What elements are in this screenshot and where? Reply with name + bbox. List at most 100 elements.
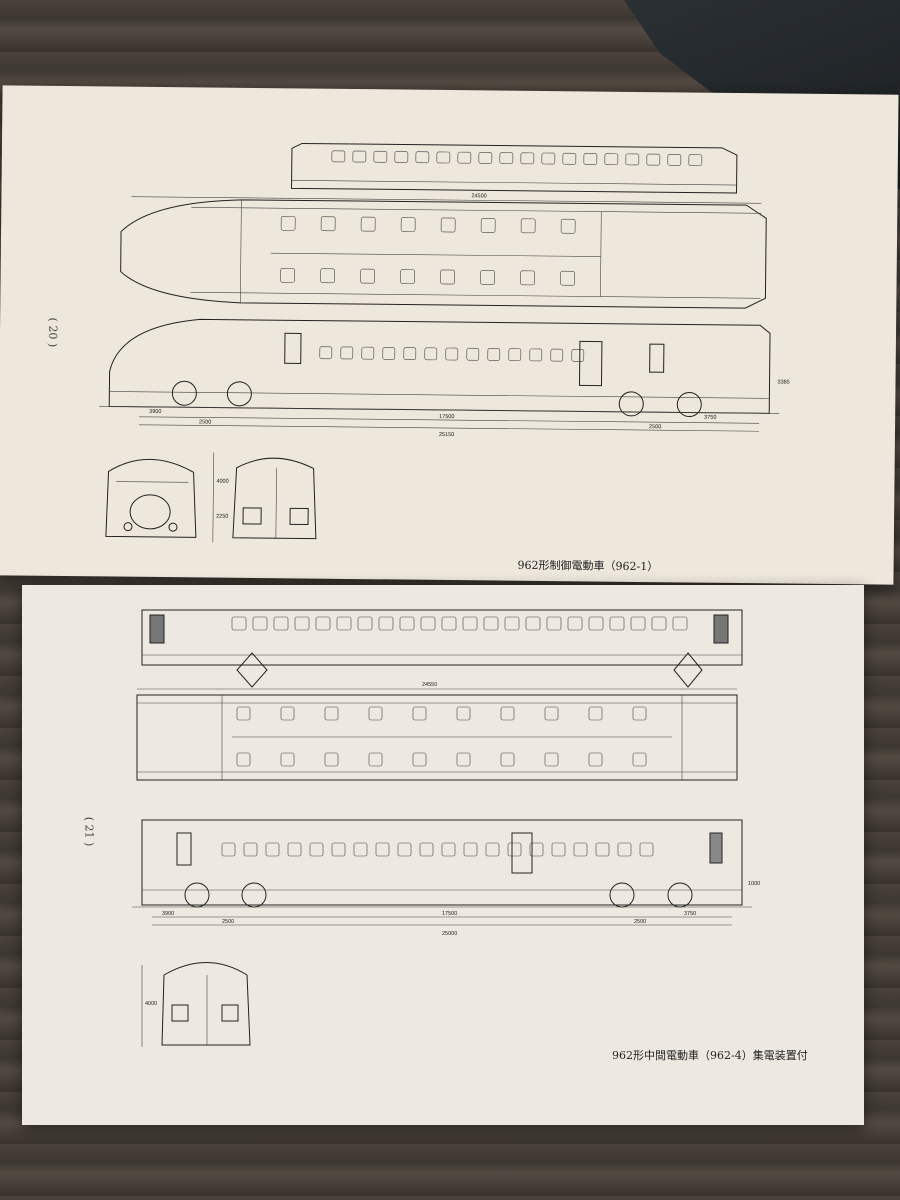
window <box>567 616 583 631</box>
window <box>382 347 396 360</box>
dim-bogie-center: 17500 <box>442 911 457 917</box>
plan-view: 24550 <box>136 682 738 781</box>
window <box>340 346 354 360</box>
window <box>646 153 661 166</box>
window <box>507 842 522 857</box>
window <box>630 616 646 631</box>
window <box>487 348 501 361</box>
window <box>583 153 598 165</box>
page-21: ( 21 ) 24550 <box>22 585 864 1125</box>
window <box>378 616 394 631</box>
caption: 962形中間電動車（962-4）集電装置付 <box>612 1049 808 1062</box>
seat <box>280 752 295 767</box>
window <box>445 347 459 361</box>
window <box>546 616 562 631</box>
window <box>221 842 236 857</box>
window <box>375 842 390 857</box>
window <box>403 347 417 360</box>
seat <box>236 752 251 767</box>
window <box>504 616 520 631</box>
dim-front: 3900 <box>162 911 174 917</box>
dim-overall: 25150 <box>439 432 454 438</box>
window <box>478 152 493 164</box>
drawing-962-1: 24500 3900 2500 17500 2500 3750 25150 33… <box>99 142 790 543</box>
window <box>573 842 588 857</box>
dim-wheelbase-rear: 2500 <box>634 919 646 925</box>
window <box>551 842 566 857</box>
window <box>331 150 346 163</box>
side-view: 3900 2500 17500 2500 3750 25000 1000 <box>132 819 760 937</box>
window <box>357 616 373 631</box>
window <box>483 616 499 631</box>
dim-wheelbase-front: 2500 <box>199 419 211 425</box>
dim-inner: 24550 <box>422 682 437 688</box>
dim-section-height: 4000 <box>145 1001 157 1007</box>
window <box>463 842 478 857</box>
seat <box>632 752 647 767</box>
seat <box>520 270 535 286</box>
seat <box>368 752 383 767</box>
window <box>571 349 585 362</box>
cross-sections: 2250 4000 <box>105 452 317 543</box>
window <box>309 842 324 857</box>
window <box>525 616 541 631</box>
dim-overall: 25000 <box>442 931 457 937</box>
window <box>595 842 610 857</box>
window <box>336 616 352 631</box>
seat <box>400 269 415 284</box>
window <box>499 152 514 164</box>
window <box>287 842 302 857</box>
window <box>420 616 436 631</box>
window <box>394 151 409 163</box>
seat <box>360 216 376 232</box>
dim-front: 3900 <box>149 409 161 415</box>
window <box>672 616 688 631</box>
side-view: 3900 2500 17500 2500 3750 25150 3385 <box>99 318 790 438</box>
window <box>520 152 535 165</box>
window <box>604 153 619 166</box>
window <box>441 842 456 857</box>
seat <box>560 270 575 286</box>
window <box>588 616 604 631</box>
seat <box>544 706 559 721</box>
seat <box>324 752 339 767</box>
window <box>550 348 564 362</box>
window <box>639 842 654 857</box>
window <box>373 150 388 163</box>
seat <box>456 706 471 721</box>
window <box>397 842 412 857</box>
window <box>508 348 522 362</box>
seat <box>412 752 427 767</box>
seat <box>500 706 515 721</box>
window <box>231 616 247 631</box>
seat <box>588 752 603 767</box>
window <box>273 616 289 631</box>
window <box>415 151 430 164</box>
window <box>419 842 434 857</box>
window <box>319 346 333 360</box>
window <box>466 347 480 361</box>
seat <box>480 270 495 285</box>
dim-inner: 24500 <box>471 193 486 199</box>
window <box>441 616 457 631</box>
window <box>562 152 577 165</box>
seat <box>368 706 383 721</box>
seat <box>456 752 471 767</box>
dim-height: 3385 <box>777 379 789 385</box>
window <box>609 616 625 631</box>
seat <box>400 217 416 232</box>
window <box>399 616 415 631</box>
dim-section-width: 4000 <box>216 479 228 485</box>
window <box>457 151 472 164</box>
seat <box>520 218 536 234</box>
dim-wheelbase-rear: 2500 <box>649 424 661 430</box>
window <box>462 616 478 631</box>
seat <box>320 216 336 232</box>
seat <box>280 267 295 283</box>
dim-bogie-center: 17500 <box>439 414 454 420</box>
window <box>529 842 544 857</box>
dim-rear: 3750 <box>684 911 696 917</box>
window <box>529 348 543 362</box>
window <box>667 154 682 166</box>
seat <box>544 752 559 767</box>
